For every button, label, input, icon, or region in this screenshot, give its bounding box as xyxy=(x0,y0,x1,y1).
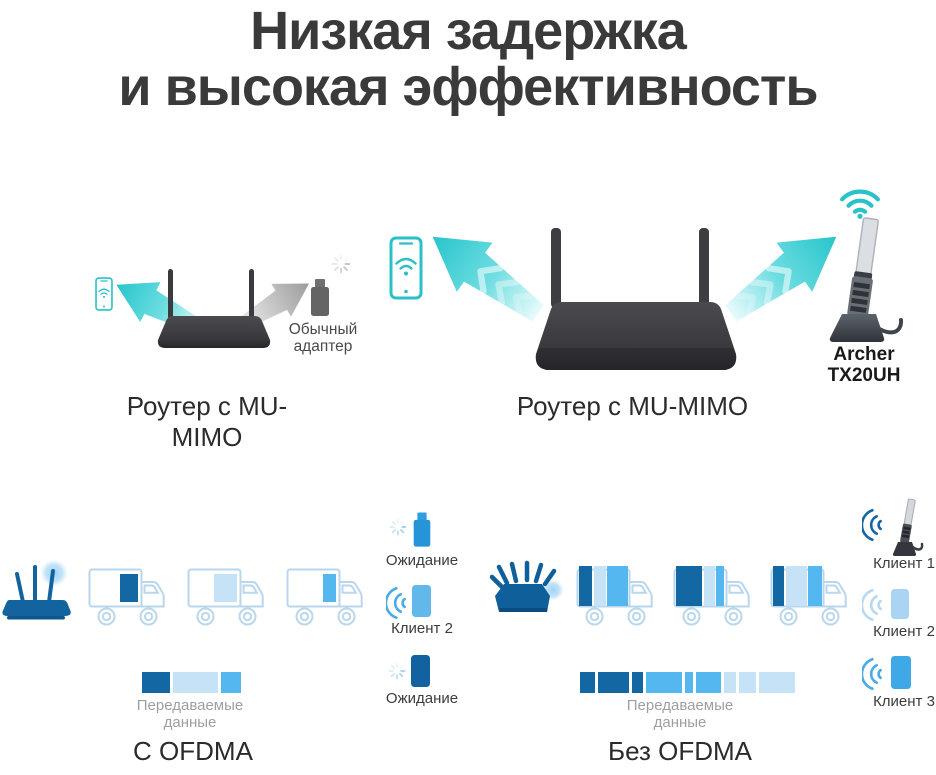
cargo-blocks xyxy=(191,574,237,602)
archer-adapter-icon xyxy=(829,217,903,342)
adapter-label-line1: Обычный xyxy=(288,321,358,338)
wifi-waves-icon xyxy=(862,657,882,691)
caption-without-ofdma: Без OFDMA xyxy=(608,736,752,766)
archer-label-line2: TX20UH xyxy=(827,364,901,386)
phone-outline-icon xyxy=(389,236,423,300)
phone-client-icon xyxy=(412,585,431,617)
data-truck xyxy=(673,566,753,628)
cargo-blocks xyxy=(579,566,628,606)
client-label: Ожидание xyxy=(385,690,459,707)
client-label: Клиент 1 xyxy=(873,555,935,572)
page-title: Низкая задержка и высокая эффективность xyxy=(0,1,936,117)
data-truck xyxy=(770,566,850,628)
cargo-blocks xyxy=(773,566,822,606)
teal-arrow-right-icon xyxy=(725,236,837,322)
archer-label-line1: Archer xyxy=(833,344,895,365)
wifi-waves-icon xyxy=(862,508,882,542)
regular-adapter-label: Обычный адаптер xyxy=(276,321,370,356)
adapter-label-line2: адаптер xyxy=(293,338,353,356)
client-label: Клиент 2 xyxy=(873,623,935,640)
cargo-blocks xyxy=(92,574,138,602)
waiting-spinner-icon xyxy=(331,254,351,274)
phone-client-icon xyxy=(891,589,909,619)
client-label: Клиент 3 xyxy=(873,693,935,710)
bar-label: Передаваемые данные xyxy=(626,697,734,731)
bar-label: Передаваемые данные xyxy=(136,697,244,731)
title-line2: и высокая эффективность xyxy=(118,56,818,117)
wifi-waves-icon xyxy=(862,588,882,622)
wifi-waves-icon xyxy=(386,586,406,620)
cargo-blocks xyxy=(290,574,336,602)
data-bar xyxy=(580,672,795,693)
data-truck xyxy=(286,566,366,628)
caption-with-ofdma: С OFDMA xyxy=(133,736,253,766)
title-line1: Низкая задержка xyxy=(250,1,687,61)
usb-adapter-gray-icon xyxy=(311,279,329,316)
client-label: Ожидание xyxy=(385,552,459,569)
caption-left-mumimo: Роутер с MU-MIMO xyxy=(126,391,288,452)
usb-adapter-blue-icon xyxy=(413,512,431,547)
cargo-blocks xyxy=(676,566,725,606)
caption-right-mumimo: Роутер с MU-MIMO xyxy=(516,391,749,421)
phone-client-icon xyxy=(411,655,430,687)
archer-adapter-small-icon xyxy=(892,498,924,556)
wifi-icon xyxy=(840,189,880,219)
data-truck xyxy=(187,566,267,628)
phone-client-icon xyxy=(891,656,911,689)
router-large-icon xyxy=(535,228,737,370)
data-truck xyxy=(88,566,168,628)
teal-arrow-left-icon xyxy=(432,236,544,322)
waiting-spinner-icon xyxy=(388,662,406,680)
archer-device-label: Archer TX20UH xyxy=(806,344,922,386)
data-truck xyxy=(576,566,656,628)
data-bar xyxy=(142,672,241,693)
client-label: Клиент 2 xyxy=(391,620,453,637)
router-small-icon xyxy=(157,269,271,348)
router-blue-icon xyxy=(2,559,71,620)
router-gaming-icon xyxy=(490,560,564,612)
waiting-spinner-icon xyxy=(389,518,407,536)
phone-outline-icon xyxy=(95,277,113,311)
